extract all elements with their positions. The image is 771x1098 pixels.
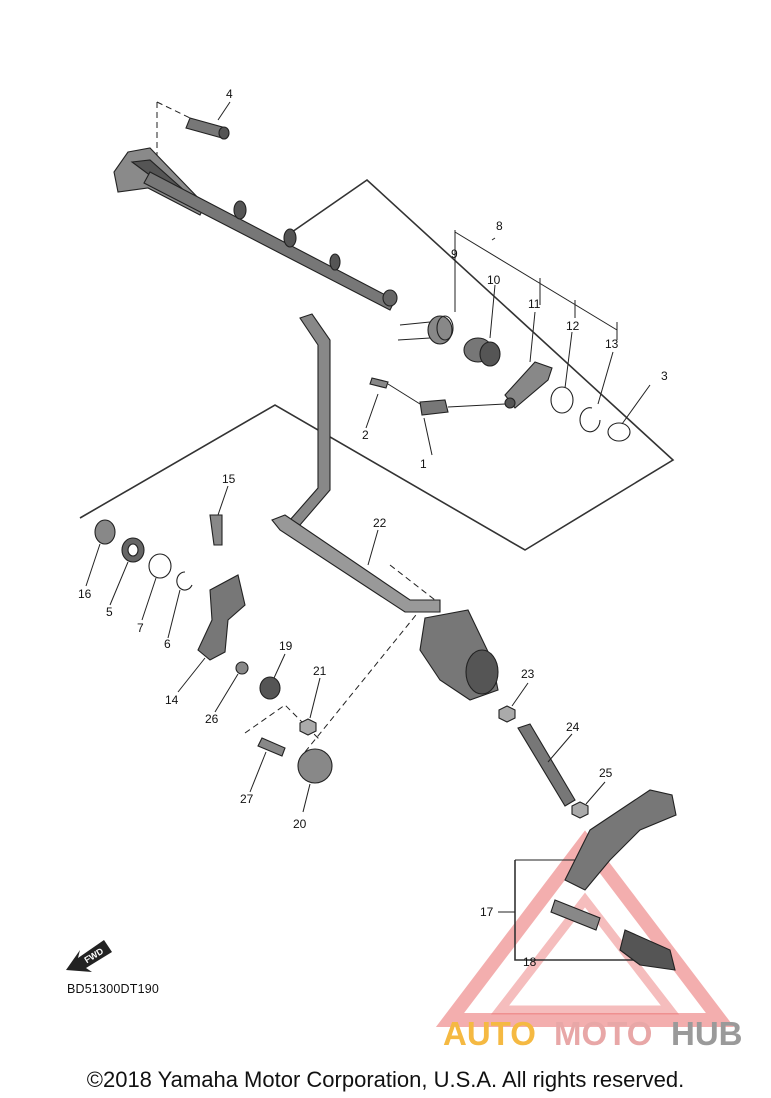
callout-14: 14 (165, 693, 179, 707)
leader-lines (85, 101, 651, 913)
callout-26: 26 (205, 712, 219, 726)
callout-23: 23 (521, 667, 535, 681)
part-4-stud (185, 117, 230, 140)
part-13-circlip (579, 407, 601, 433)
callout-5: 5 (106, 605, 113, 619)
part-14-bracket (197, 574, 246, 661)
part-7-washer (148, 553, 172, 579)
part-21-nut (299, 718, 317, 736)
callout-9: 9 (451, 247, 458, 261)
watermark-part3: HUB (671, 1015, 743, 1052)
part-11-lever (504, 361, 553, 409)
group-outline-8 (79, 178, 675, 551)
callout-1: 1 (420, 457, 427, 471)
part-23-nut (498, 705, 516, 723)
part-26-nut (235, 661, 249, 675)
callout-24: 24 (566, 720, 580, 734)
fwd-arrow-icon: FWD (66, 940, 112, 972)
shift-shaft (113, 147, 398, 311)
diagram-code: BD51300DT190 (67, 982, 160, 996)
part-6-circlip (176, 571, 193, 591)
part-25-nut (571, 801, 589, 819)
callout-16: 16 (78, 587, 92, 601)
part-3-washer (607, 422, 631, 442)
part-quickshifter (419, 609, 499, 701)
callout-4: 4 (226, 87, 233, 101)
part-9-spring (397, 315, 454, 345)
callout-21: 21 (313, 664, 327, 678)
callout-8: 8 (496, 219, 503, 233)
callout-11: 11 (528, 297, 541, 311)
callout-17: 17 (480, 905, 494, 919)
part-1-spring (387, 383, 506, 416)
callout-7: 7 (137, 621, 144, 635)
part-2-pin (369, 377, 389, 389)
part-5-bearing (121, 537, 145, 563)
callout-22: 22 (373, 516, 387, 530)
watermark-text: AUTO MOTO HUB (443, 1015, 743, 1052)
callout-15: 15 (222, 472, 236, 486)
part-10-collar (463, 337, 501, 367)
group-outline-17-18 (514, 859, 650, 961)
part-27-bolt (257, 737, 286, 757)
callout-2: 2 (362, 428, 369, 442)
callout-3: 3 (661, 369, 668, 383)
part-shift-pedal (550, 789, 677, 971)
copyright-notice: ©2018 Yamaha Motor Corporation, U.S.A. A… (86, 1067, 685, 1092)
part-20-cap (297, 748, 333, 784)
part-19-bushing (259, 676, 281, 700)
callout-10: 10 (487, 273, 501, 287)
callout-labels: 1 2 3 4 5 6 7 8 9 10 11 12 13 14 15 16 1… (78, 87, 668, 969)
watermark-part2: MOTO (554, 1015, 652, 1052)
part-12-washer (550, 386, 574, 414)
callout-18: 18 (523, 955, 537, 969)
part-24-link (517, 723, 576, 807)
callout-13: 13 (605, 337, 619, 351)
callout-19: 19 (279, 639, 293, 653)
callout-27: 27 (240, 792, 254, 806)
part-22-shift-rod (271, 313, 441, 613)
part-16-collar (94, 519, 116, 545)
callout-6: 6 (164, 637, 171, 651)
callout-20: 20 (293, 817, 307, 831)
callout-12: 12 (566, 319, 580, 333)
callout-25: 25 (599, 766, 613, 780)
watermark-part1: AUTO (443, 1015, 536, 1052)
part-15-bolt (209, 514, 223, 546)
